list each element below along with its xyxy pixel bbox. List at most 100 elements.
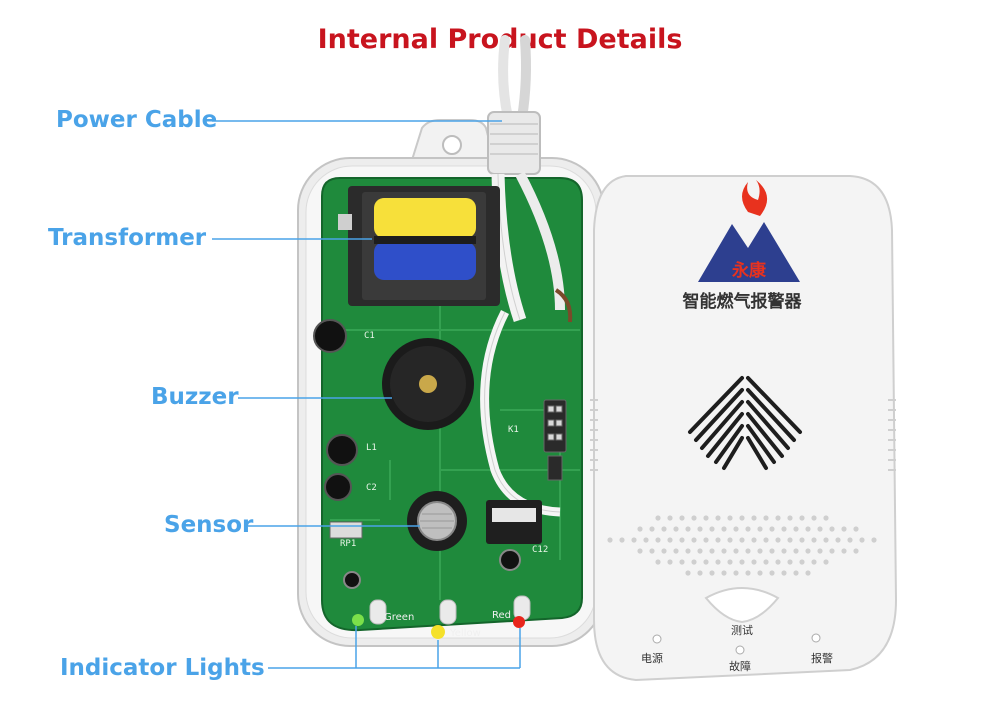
status-label-power: 电源 (641, 651, 663, 665)
vent-hole (775, 537, 781, 543)
test-button (704, 587, 780, 624)
vent-hole (739, 515, 745, 521)
vent-hole (841, 526, 847, 532)
board-leds: Green Yellow Red (352, 595, 531, 639)
label-power-cable: Power Cable (56, 107, 218, 133)
silk-rp1: RP1 (340, 539, 356, 549)
status-indicators: 电源 故障 报警 (641, 633, 833, 673)
vent-hole (667, 559, 673, 565)
vent-hole (805, 570, 811, 576)
vent-hole (637, 526, 643, 532)
vent-hole (655, 537, 661, 543)
vent-hole (757, 570, 763, 576)
vent-hole (787, 515, 793, 521)
vent-hole (769, 526, 775, 532)
led-label-red: Red (492, 610, 511, 621)
vent-hole (763, 515, 769, 521)
vent-hole (655, 515, 661, 521)
vent-hole (649, 526, 655, 532)
vent-hole (745, 570, 751, 576)
silk-c2: C2 (366, 483, 377, 493)
vent-hole (757, 548, 763, 554)
vent-hole (775, 559, 781, 565)
silk-c12: C12 (532, 545, 548, 555)
vent-hole (709, 526, 715, 532)
vent-hole (823, 537, 829, 543)
vent-hole (703, 537, 709, 543)
leader-lines (212, 120, 521, 669)
vent-hole (667, 537, 673, 543)
vent-hole (721, 526, 727, 532)
vent-hole (751, 559, 757, 565)
vent-hole (793, 570, 799, 576)
vent-hole (685, 526, 691, 532)
vent-hole (697, 548, 703, 554)
vent-hole (793, 548, 799, 554)
vent-hole (787, 559, 793, 565)
vent-hole (697, 526, 703, 532)
vent-hole (673, 526, 679, 532)
vent-hole (679, 515, 685, 521)
vent-hole (817, 526, 823, 532)
vent-hole (691, 537, 697, 543)
vent-hole (769, 548, 775, 554)
vent-hole (709, 570, 715, 576)
speaker-grille (688, 376, 802, 470)
label-sensor: Sensor (164, 512, 254, 538)
vent-hole (799, 559, 805, 565)
label-transformer: Transformer (48, 225, 207, 251)
vent-hole (775, 515, 781, 521)
sensor (407, 491, 467, 551)
vent-hole (637, 548, 643, 554)
buzzer (382, 338, 474, 430)
vent-hole (673, 548, 679, 554)
vent-hole (811, 559, 817, 565)
vent-hole (715, 515, 721, 521)
vent-hole (841, 548, 847, 554)
vent-hole (829, 548, 835, 554)
vent-hole (739, 537, 745, 543)
relay (486, 500, 542, 544)
vent-hole (703, 515, 709, 521)
vent-hole (703, 559, 709, 565)
label-buzzer: Buzzer (151, 384, 239, 410)
vent-hole (829, 526, 835, 532)
vent-hole (661, 526, 667, 532)
brand-logo: 永康 (698, 180, 800, 282)
silk-k1: K1 (508, 425, 519, 435)
led-label-yellow: Yellow (449, 628, 481, 639)
vent-hole (751, 515, 757, 521)
vent-hole (853, 548, 859, 554)
vent-hole (769, 570, 775, 576)
product-name: 智能燃气报警器 (683, 291, 803, 312)
vent-hole (745, 548, 751, 554)
vent-holes (607, 515, 877, 576)
vent-hole (823, 559, 829, 565)
label-indicator-lights: Indicator Lights (60, 655, 265, 681)
vent-hole (667, 515, 673, 521)
vent-hole (721, 570, 727, 576)
vent-hole (805, 526, 811, 532)
vent-hole (691, 515, 697, 521)
vent-hole (823, 515, 829, 521)
vent-hole (721, 548, 727, 554)
vent-hole (853, 526, 859, 532)
vent-hole (727, 537, 733, 543)
vent-hole (835, 537, 841, 543)
vent-hole (787, 537, 793, 543)
vent-hole (679, 537, 685, 543)
pin-headers (329, 399, 567, 539)
vent-hole (643, 537, 649, 543)
vent-hole (709, 548, 715, 554)
front-cover (590, 175, 898, 682)
vent-hole (811, 515, 817, 521)
vent-hole (781, 548, 787, 554)
vent-hole (871, 537, 877, 543)
vent-hole (727, 515, 733, 521)
vent-hole (685, 570, 691, 576)
vent-hole (655, 559, 661, 565)
vent-hole (649, 548, 655, 554)
vent-hole (607, 537, 613, 543)
vent-hole (733, 548, 739, 554)
